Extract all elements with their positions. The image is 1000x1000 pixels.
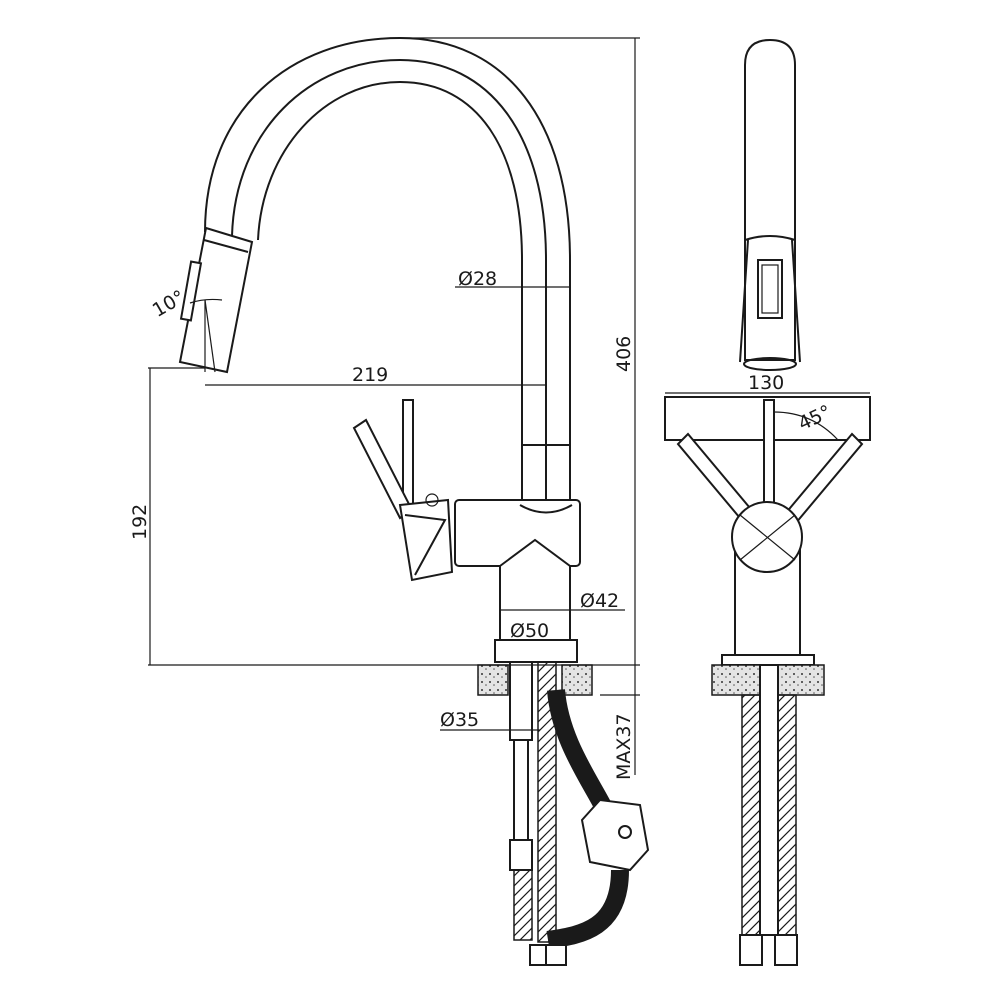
- dimension-lines: [148, 37, 640, 775]
- base-diameter-label: Ø50: [510, 620, 549, 642]
- front-view: 130 45°: [664, 38, 871, 966]
- mounting-rod-and-hoses: [509, 661, 650, 966]
- outlet-height-label: 192: [129, 504, 151, 540]
- body-diameter-label: Ø42: [580, 590, 619, 612]
- spout-diameter-label: Ø28: [458, 268, 497, 290]
- total-height-label: 406: [613, 336, 635, 372]
- front-spout: [739, 38, 801, 371]
- front-handle: [664, 396, 871, 532]
- countertop-section: [477, 664, 593, 696]
- lever-handle: [352, 399, 454, 582]
- mount-hole-label: Ø35: [440, 709, 479, 731]
- max-counter-thickness-label: MAX37: [613, 713, 635, 780]
- pull-out-spray-head: [178, 226, 254, 374]
- reach-label: 219: [352, 364, 388, 386]
- faucet-body: [454, 499, 581, 663]
- front-hoses: [739, 664, 798, 966]
- front-body: [721, 501, 815, 666]
- side-view: 10° Ø28 219 406 192 Ø42 Ø50 Ø35 MAX37: [129, 36, 650, 966]
- handle-width-label: 130: [748, 372, 784, 394]
- spout-gooseneck: [204, 36, 571, 500]
